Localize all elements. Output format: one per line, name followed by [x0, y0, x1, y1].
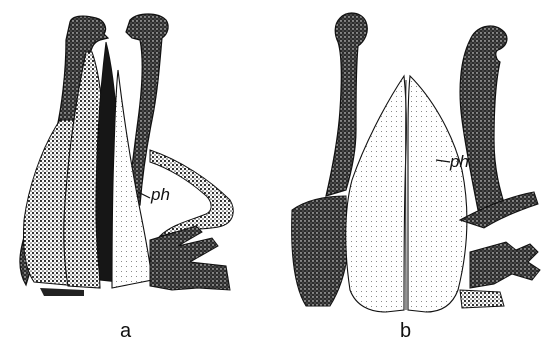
panel-b-right-pale-lobe — [408, 76, 467, 312]
panel-b-ph-label: ph — [450, 152, 469, 172]
panel-b-basal-right — [460, 290, 504, 308]
panel-a-drawing — [20, 14, 233, 296]
panel-b-caption: b — [400, 320, 411, 343]
panel-b-drawing — [292, 13, 540, 312]
panel-b-outer-left-mass — [292, 196, 348, 306]
panel-b-lower-right-hook — [470, 242, 540, 288]
panel-a-basal-fragment — [40, 288, 84, 296]
panel-a-ph-label: ph — [151, 185, 170, 205]
panel-a-caption: a — [120, 320, 131, 343]
panel-b-right-paramere — [460, 26, 507, 210]
